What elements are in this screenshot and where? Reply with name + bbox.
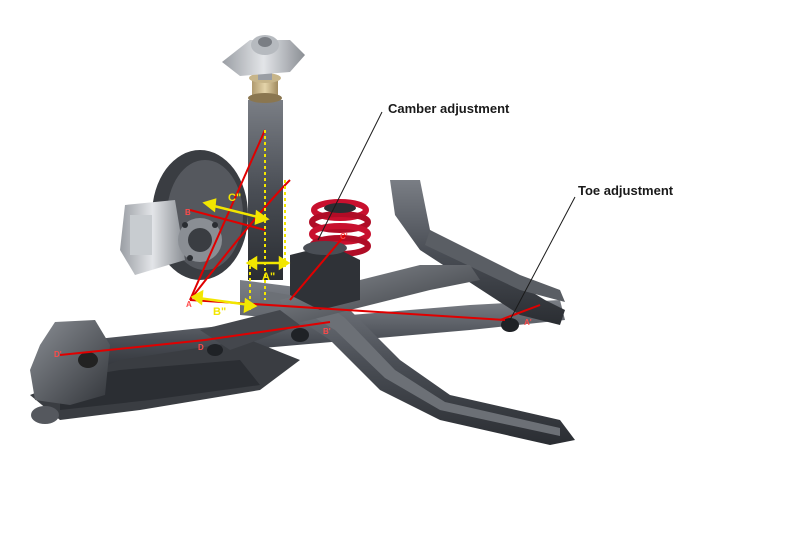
toe-leader-line [509, 196, 576, 321]
red-guide-line [189, 209, 266, 231]
red-guide-line [499, 304, 541, 321]
dimension-label-a: A" [262, 271, 276, 283]
dimension-arrows [190, 198, 291, 314]
red-guide-line [289, 234, 346, 301]
red-guide-line [59, 339, 206, 356]
point-label-b: B [185, 208, 191, 217]
dimension-label-c: C" [228, 192, 242, 204]
red-guide-line [204, 321, 331, 341]
point-label-b-prime: B' [323, 327, 331, 336]
point-label-d-prime: D' [54, 350, 62, 359]
dimension-label-b: B" [213, 306, 227, 318]
red-guide-line [189, 129, 266, 301]
alignment-guides-yellow [249, 130, 286, 310]
point-label-a-prime: A' [524, 318, 532, 327]
toe-adjustment-label: Toe adjustment [578, 183, 674, 198]
wheel-hub-assembly [120, 150, 248, 280]
camber-leader-line [317, 111, 383, 241]
camber-adjustment-label: Camber adjustment [388, 101, 510, 116]
rear-subframe [30, 180, 575, 445]
point-label-d: D [198, 343, 204, 352]
point-label-c-prime: C' [340, 232, 348, 241]
point-label-a: A [186, 300, 192, 309]
